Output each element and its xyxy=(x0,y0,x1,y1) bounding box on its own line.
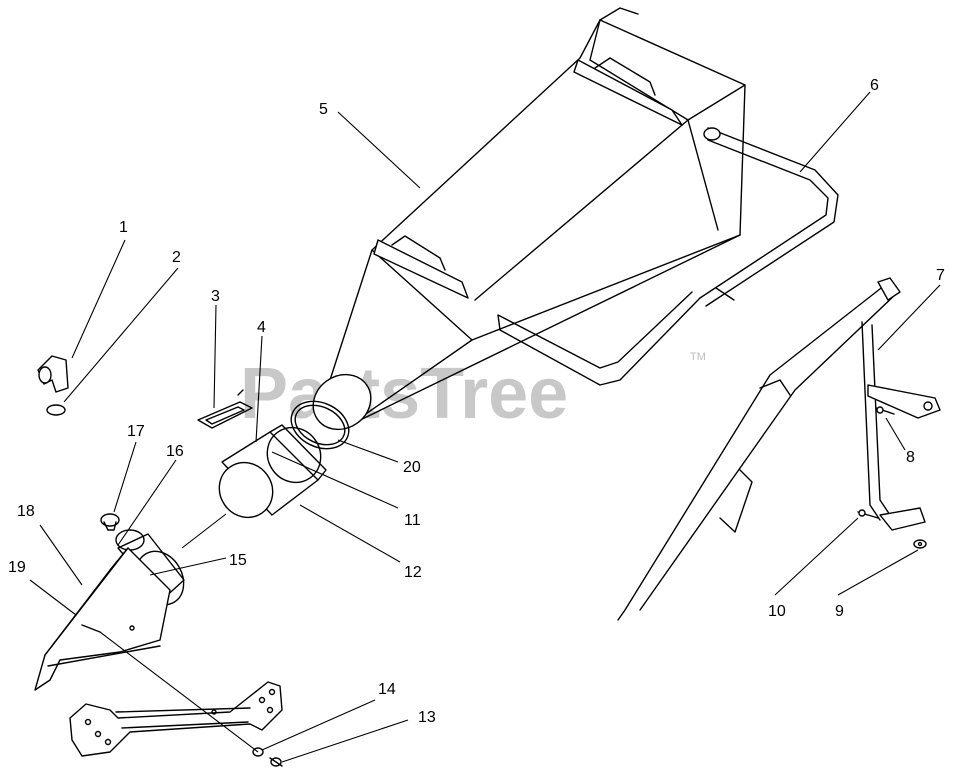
callout-8: 8 xyxy=(906,449,915,466)
callout-14: 14 xyxy=(378,681,396,698)
knob xyxy=(100,513,120,531)
hardware-8 xyxy=(875,406,895,415)
callout-4: 4 xyxy=(257,319,266,336)
watermark-tm: TM xyxy=(690,351,706,363)
callout-labels: 1 2 3 4 5 6 7 8 9 10 11 12 13 14 15 16 1… xyxy=(8,77,945,726)
support-bracket xyxy=(617,277,941,621)
callout-6: 6 xyxy=(870,77,879,94)
callout-19: 19 xyxy=(8,559,26,576)
screw-13 xyxy=(269,757,283,767)
callout-7: 7 xyxy=(936,267,945,284)
gasket xyxy=(197,401,253,429)
discharge-chute xyxy=(34,547,171,691)
chute-tube xyxy=(218,424,327,519)
callout-18: 18 xyxy=(17,503,35,520)
elbow-fitting xyxy=(37,355,69,393)
callout-9: 9 xyxy=(835,603,844,620)
callout-2: 2 xyxy=(172,249,181,266)
hardware-10 xyxy=(857,509,879,519)
leader-lines xyxy=(29,91,941,763)
hardware-9 xyxy=(913,539,927,549)
callout-15: 15 xyxy=(229,552,247,569)
hose-clamp xyxy=(46,404,66,416)
callout-12: 12 xyxy=(404,564,422,581)
grass-bag xyxy=(312,7,746,431)
callout-13: 13 xyxy=(418,709,436,726)
ring-clamp xyxy=(290,400,350,450)
callout-16: 16 xyxy=(166,443,184,460)
callout-3: 3 xyxy=(211,288,220,305)
callout-20: 20 xyxy=(403,459,421,476)
callout-17: 17 xyxy=(127,423,145,440)
callout-11: 11 xyxy=(404,512,421,529)
callout-5: 5 xyxy=(319,101,328,118)
callout-10: 10 xyxy=(768,603,786,620)
callout-1: 1 xyxy=(119,219,128,236)
bag-frame xyxy=(497,127,839,386)
mount-bracket xyxy=(69,681,283,757)
watermark-text: PartsTree xyxy=(240,354,568,434)
